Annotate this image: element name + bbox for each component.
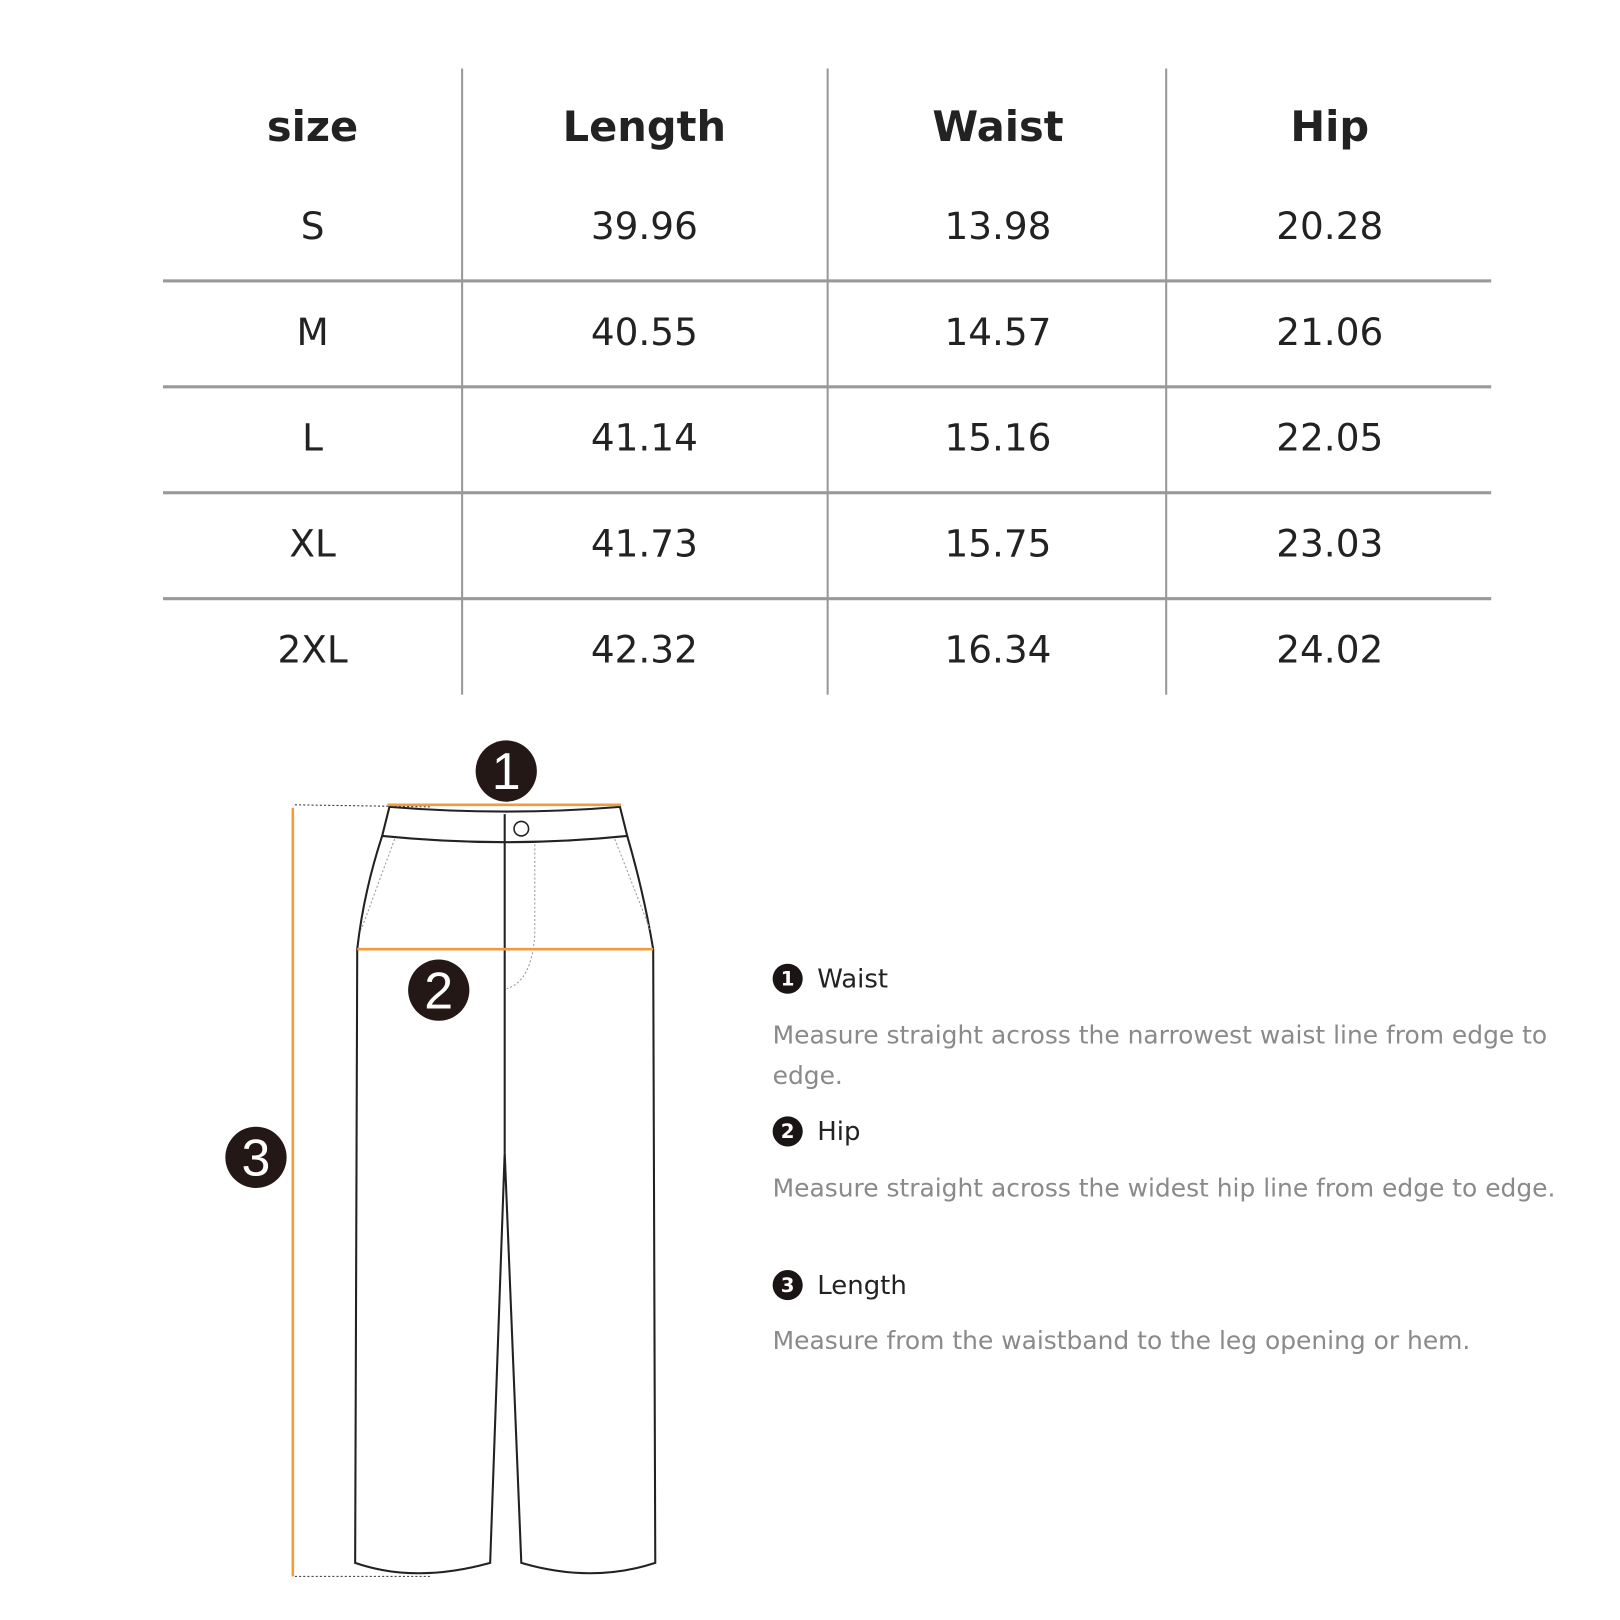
number-2-icon: 2 <box>772 1116 803 1147</box>
column-divider <box>826 68 829 695</box>
legend-hip-desc: Measure straight across the widest hip l… <box>772 1173 1556 1203</box>
header-length: Length <box>562 103 727 152</box>
measurement-cell: 40.55 <box>590 311 698 355</box>
measurement-cell: 24.02 <box>1276 629 1384 672</box>
legend-label: Hip <box>817 1116 861 1147</box>
pants-diagram <box>291 803 657 1577</box>
header-waist: Waist <box>932 103 1064 152</box>
measurement-cell: 21.06 <box>1276 311 1384 355</box>
measurement-cell: 22.05 <box>1276 417 1384 461</box>
measurement-cell: 13.98 <box>944 205 1052 249</box>
number-1-icon: 1 <box>772 963 803 994</box>
legend-length-desc: Measure from the waistband to the leg op… <box>772 1326 1471 1356</box>
legend-waist-desc: Measure straight across the narrowest wa… <box>772 1020 1548 1091</box>
measurement-cell: 42.32 <box>590 629 698 672</box>
size-cell: M <box>296 311 329 355</box>
number-3-icon: 3 <box>772 1270 803 1301</box>
row-divider <box>163 279 1492 283</box>
measurement-cell: 14.57 <box>944 311 1052 355</box>
measurement-cell: 41.73 <box>590 523 698 566</box>
measurement-cell: 15.75 <box>944 523 1052 566</box>
legend-hip-title: 2 Hip <box>772 1116 861 1147</box>
row-divider <box>163 385 1492 389</box>
column-divider <box>461 68 464 695</box>
size-cell: S <box>300 205 325 249</box>
measurement-cell: 15.16 <box>944 417 1052 461</box>
legend-waist-title: 1 Waist <box>772 963 889 994</box>
header-hip: Hip <box>1290 103 1370 152</box>
measurement-cell: 20.28 <box>1276 205 1384 249</box>
column-divider <box>1165 68 1168 695</box>
row-divider <box>163 491 1492 495</box>
marker-length: 3 <box>225 1126 287 1188</box>
measurement-cell: 16.34 <box>944 629 1052 672</box>
marker-waist: 1 <box>475 740 537 802</box>
measurement-cell: 23.03 <box>1276 523 1384 566</box>
legend-label: Length <box>817 1270 907 1301</box>
measurement-cell: 39.96 <box>590 205 698 249</box>
marker-hip: 2 <box>408 959 470 1021</box>
header-size: size <box>266 103 359 152</box>
row-divider <box>163 597 1492 601</box>
measurement-cell: 41.14 <box>590 417 698 461</box>
size-cell: L <box>302 417 323 461</box>
size-cell: XL <box>289 523 336 566</box>
legend-label: Waist <box>817 963 889 994</box>
legend-length-title: 3 Length <box>772 1270 907 1301</box>
size-cell: 2XL <box>277 629 348 672</box>
